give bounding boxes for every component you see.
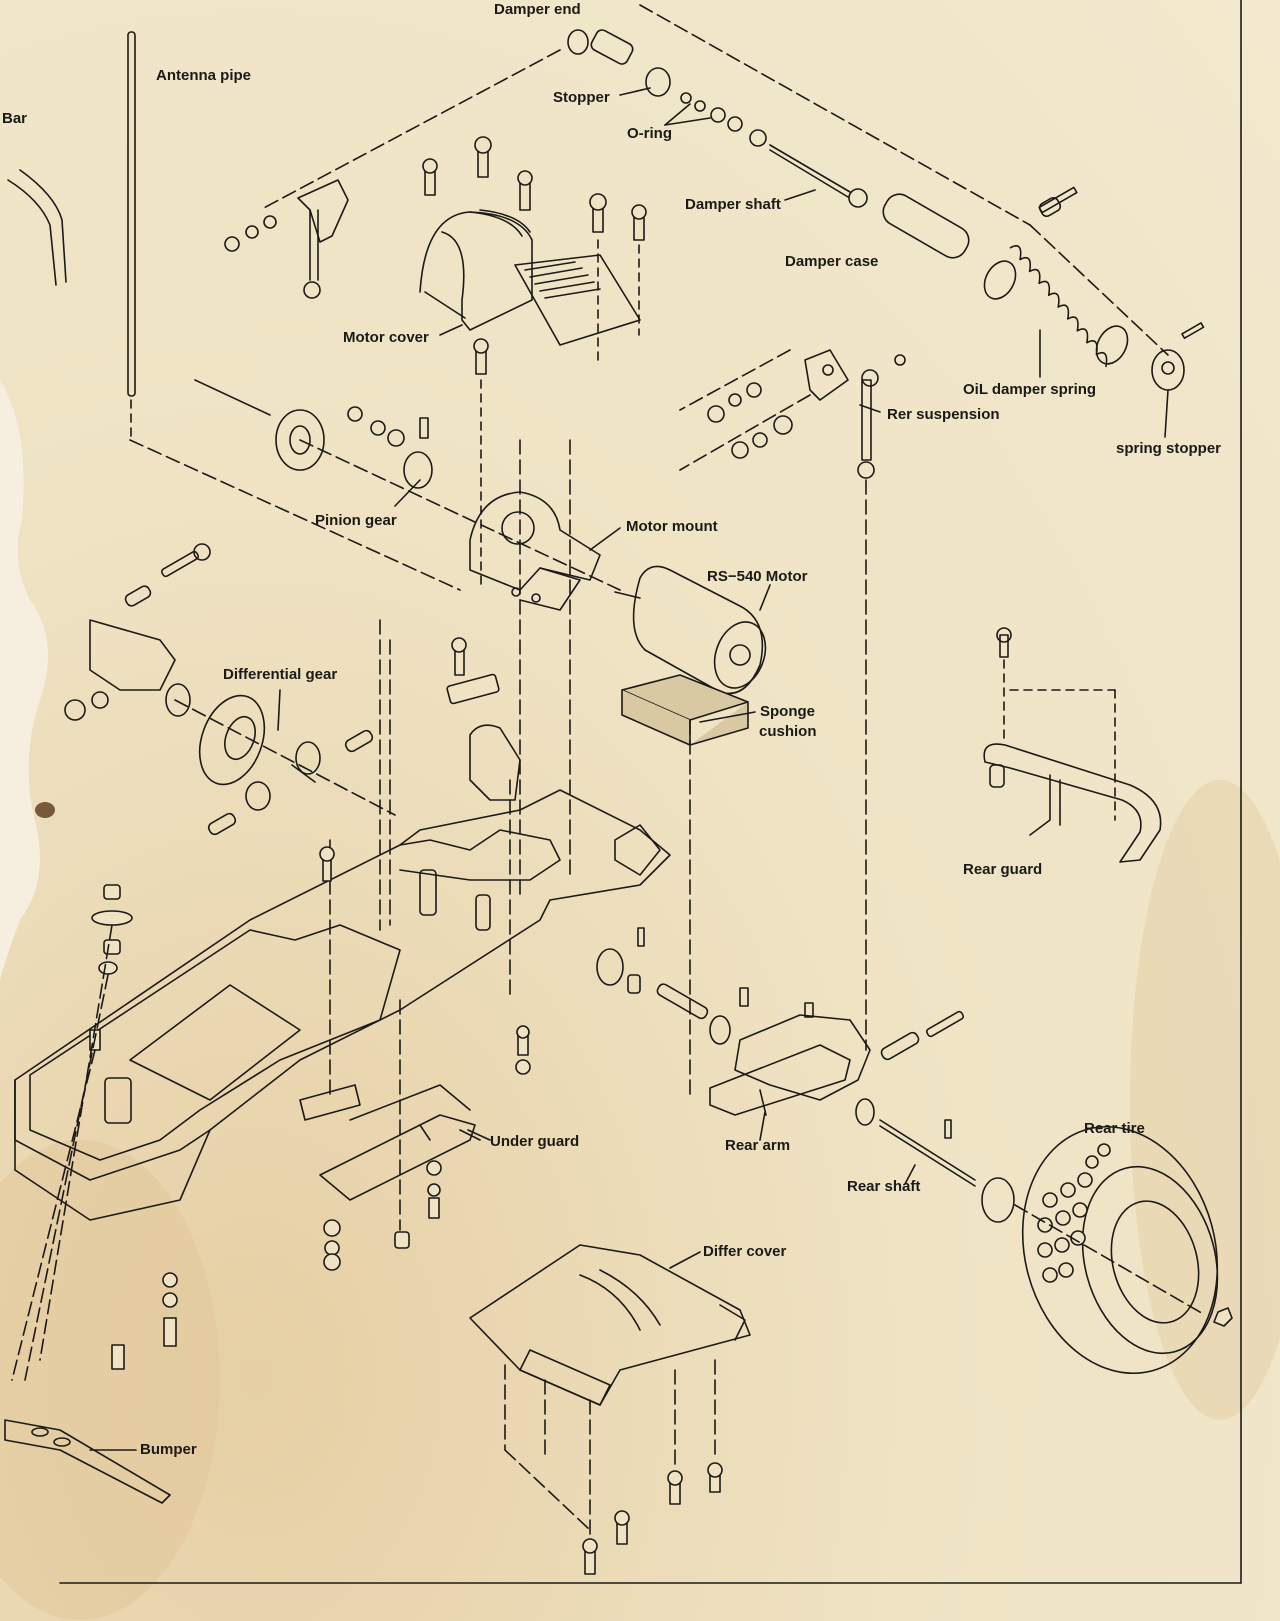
label-damper-end: Damper end <box>494 1 581 18</box>
label-rs540-motor: RS−540 Motor <box>707 568 808 585</box>
label-bumper: Bumper <box>140 1441 197 1458</box>
label-spring-stopper: spring stopper <box>1116 440 1222 457</box>
diff-screw-part <box>124 543 211 607</box>
label-motor-cover: Motor cover <box>343 329 429 346</box>
rear-suspension-part <box>679 349 906 1051</box>
label-o-ring: O-ring <box>627 125 672 142</box>
label-rear-arm: Rear arm <box>725 1137 791 1154</box>
label-oil-damper-spring: OiL damper spring <box>963 381 1097 398</box>
motor-cover-part <box>419 136 647 591</box>
label-rear-shaft: Rear shaft <box>847 1178 921 1195</box>
label-differ-cover: Differ cover <box>703 1243 787 1260</box>
differ-cover-part <box>469 1244 751 1575</box>
label-damper-case: Damper case <box>785 253 879 270</box>
label-pinion-gear: Pinion gear <box>315 512 397 529</box>
label-bar: Bar <box>2 110 28 127</box>
rear-tire-part <box>1014 1125 1233 1375</box>
motor-mount-part <box>129 439 601 611</box>
label-sponge-cushion-line1: Sponge <box>760 703 815 720</box>
label-sponge-cushion-line2: cushion <box>759 723 817 740</box>
label-rer-suspension: Rer suspension <box>887 406 1000 423</box>
under-guard-part <box>319 1084 491 1201</box>
chassis-screws <box>111 637 814 1370</box>
label-rear-tire: Rear tire <box>1084 1120 1145 1137</box>
antenna-pipe-part <box>127 31 136 441</box>
rs540-motor-part <box>614 565 767 695</box>
label-damper-shaft: Damper shaft <box>685 196 781 213</box>
sponge-cushion-part <box>621 674 749 1101</box>
bar-part <box>7 169 67 286</box>
label-antenna-pipe: Antenna pipe <box>156 67 252 84</box>
main-chassis-part <box>14 439 671 1231</box>
bumper-part <box>4 1419 171 1504</box>
paper-stains <box>0 380 1280 1620</box>
label-rear-guard: Rear guard <box>963 861 1043 878</box>
damper-assembly <box>259 4 1205 391</box>
label-differential-gear: Differential gear <box>223 666 338 683</box>
differential-gear-part <box>64 619 396 836</box>
upper-linkage-part <box>224 179 349 299</box>
pinion-gear-part <box>194 379 621 591</box>
rear-arm-part <box>596 948 1015 1223</box>
rear-guard-part <box>983 627 1162 863</box>
label-under-guard: Under guard <box>490 1133 580 1150</box>
label-leaders <box>277 87 1169 1269</box>
left-nut-stack <box>11 884 133 1381</box>
label-stopper: Stopper <box>553 89 610 106</box>
label-motor-mount: Motor mount <box>626 518 718 535</box>
